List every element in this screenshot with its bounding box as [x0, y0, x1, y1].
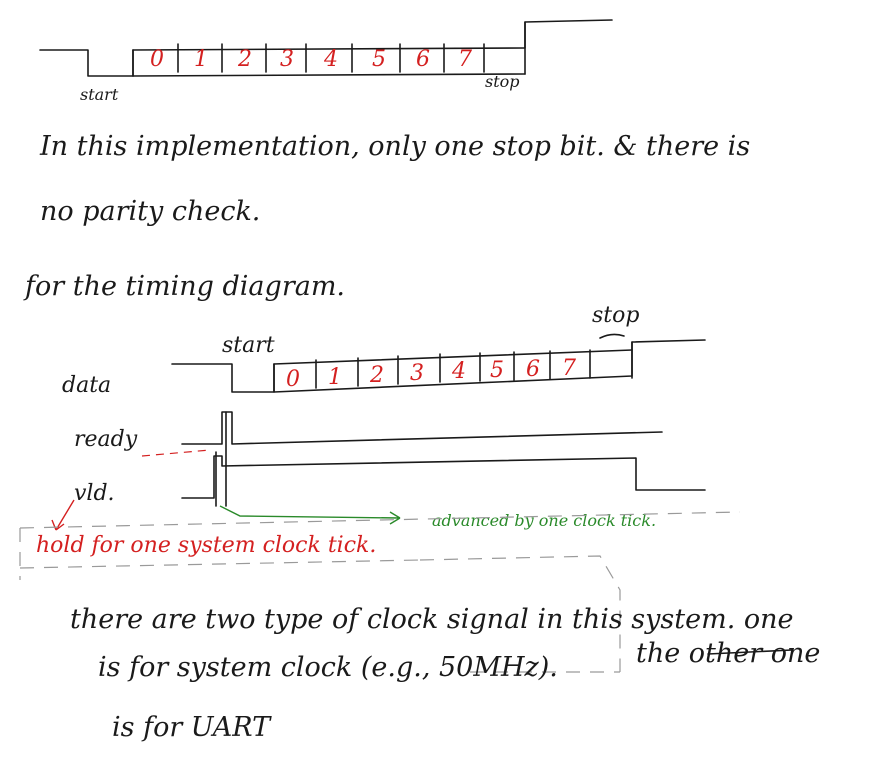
hold-dashed-link	[141, 449, 211, 457]
data-bit-labels: 0 1 2 3 4 5 6 7	[286, 356, 576, 392]
timing-diagram: start stop data ready vld. 0 1 2 3 4	[19, 303, 741, 673]
timing-bit-3: 3	[410, 361, 424, 386]
timing-bit-7: 7	[562, 356, 576, 381]
timing-start-label: start	[222, 333, 275, 358]
data-upper-rail	[273, 349, 633, 365]
footer-line-1: there are two type of clock signal in th…	[70, 604, 794, 635]
edge-guide	[215, 411, 227, 507]
timing-bit-5: 5	[490, 358, 504, 383]
advance-note: advanced by one clock tick.	[432, 511, 656, 530]
footer-line-3: is for UART	[112, 712, 272, 743]
footer-notes: there are two type of clock signal in th…	[70, 604, 820, 743]
stop-curl	[599, 333, 625, 339]
advance-arrow	[219, 505, 401, 525]
note-line-3: for the timing diagram.	[23, 271, 345, 302]
vld-waveform	[181, 455, 706, 499]
top-bit-1: 1	[194, 47, 208, 72]
hold-arrow	[51, 499, 75, 531]
signal-label-vld: vld.	[74, 481, 115, 506]
hold-note: hold for one system clock tick.	[36, 533, 376, 558]
data-bit-dividers	[273, 341, 633, 393]
top-uart-frame: 0 1 2 3 4 5 6 7 start stop	[39, 19, 613, 104]
top-bit-2: 2	[237, 47, 252, 72]
note-line-1: In this implementation, only one stop bi…	[39, 131, 750, 162]
top-stop-label: stop	[485, 72, 520, 91]
top-frame-bit-dividers	[132, 21, 526, 77]
timing-bit-2: 2	[369, 363, 384, 388]
ready-waveform	[181, 411, 663, 445]
signal-label-ready: ready	[74, 427, 138, 452]
notes: In this implementation, only one stop bi…	[23, 131, 750, 302]
top-bit-4: 4	[323, 47, 338, 72]
signal-label-data: data	[62, 373, 111, 398]
timing-stop-label: stop	[592, 303, 639, 328]
top-bit-3: 3	[280, 47, 294, 72]
timing-bit-4: 4	[451, 359, 466, 384]
footer-line-2a: is for system clock (e.g., 50MHz).	[98, 652, 558, 683]
timing-bit-0: 0	[286, 367, 300, 392]
top-bit-7: 7	[458, 47, 472, 72]
note-line-2: no parity check.	[40, 196, 260, 227]
top-frame-upper-rail	[132, 19, 613, 51]
note-box	[19, 511, 741, 673]
top-frame-signal	[39, 49, 134, 77]
top-bit-5: 5	[372, 47, 386, 72]
timing-bit-6: 6	[526, 357, 540, 382]
timing-bit-1: 1	[328, 365, 342, 390]
top-bit-6: 6	[416, 47, 430, 72]
top-start-label: start	[80, 85, 119, 104]
strikethrough	[707, 649, 793, 655]
top-bit-0: 0	[150, 47, 164, 72]
top-frame-lower-rail	[132, 73, 526, 77]
top-frame-bit-labels: 0 1 2 3 4 5 6 7	[150, 47, 472, 72]
